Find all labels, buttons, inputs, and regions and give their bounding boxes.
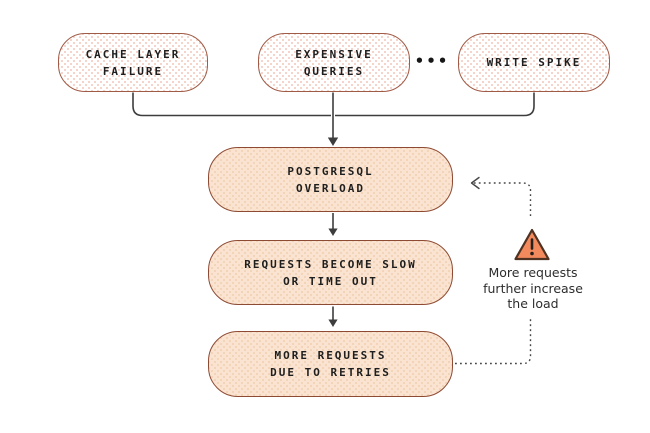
cause-box-expensive-queries: EXPENSIVE QUERIES xyxy=(258,33,410,92)
arrowhead-into-requests xyxy=(328,228,338,236)
flow-label-requests-slow: REQUESTS BECOME SLOW OR TIME OUT xyxy=(244,257,417,288)
connector-writespike-to-merge xyxy=(335,92,535,117)
arrowhead-into-retries xyxy=(328,319,338,327)
flow-box-requests-slow: REQUESTS BECOME SLOW OR TIME OUT xyxy=(208,240,453,305)
feedback-arrowhead xyxy=(470,176,480,190)
flow-box-postgresql-overload: POSTGRESQL OVERLOAD xyxy=(208,147,453,212)
ellipsis-more-causes: ••• xyxy=(414,52,450,70)
connector-cache-to-merge xyxy=(132,92,331,117)
feedback-dashed-upper xyxy=(473,182,532,216)
cause-label-cache-layer-failure: CACHE LAYER FAILURE xyxy=(85,47,181,78)
feedback-dashed-lower xyxy=(455,318,532,365)
flow-label-more-requests-retries: MORE REQUESTS DUE TO RETRIES xyxy=(270,349,391,379)
warning-triangle-glyph xyxy=(514,228,550,261)
cause-label-expensive-queries: EXPENSIVE QUERIES xyxy=(295,47,373,78)
arrowhead-into-postgres xyxy=(327,137,339,146)
cause-box-write-spike: WRITE SPIKE xyxy=(458,33,610,92)
warning-triangle-icon xyxy=(512,226,552,264)
feedback-note: More requests further increase the load xyxy=(483,265,583,311)
flow-box-more-requests-retries: MORE REQUESTS DUE TO RETRIES xyxy=(208,331,453,397)
cause-box-cache-layer-failure: CACHE LAYER FAILURE xyxy=(58,33,208,92)
flow-label-postgresql-overload: POSTGRESQL OVERLOAD xyxy=(287,164,374,195)
cause-label-write-spike: WRITE SPIKE xyxy=(486,56,582,69)
